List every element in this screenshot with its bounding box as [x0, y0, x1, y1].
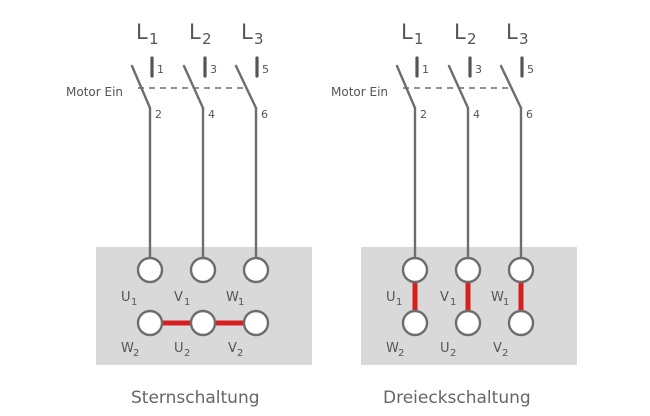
terminal-sub: 2: [502, 348, 508, 359]
terminal-u1: [401, 256, 429, 284]
switch-label: Motor Ein: [331, 85, 388, 99]
terminal-label: U: [121, 290, 131, 305]
caption-delta: Dreieckschaltung: [383, 388, 531, 408]
pin-bottom: 4: [473, 108, 480, 121]
delta-connection-diagram: L 1 1 2 L 2 3 4 L 3 5 6 Motor Ein: [331, 20, 577, 408]
terminal-label: W: [121, 341, 134, 356]
terminal-sub: 1: [503, 297, 509, 308]
switch-label: Motor Ein: [66, 85, 123, 99]
terminal-w2: [136, 309, 164, 337]
phase-letter: L: [136, 20, 148, 44]
terminal-sub: 1: [396, 297, 402, 308]
phase-letter: L: [189, 20, 201, 44]
terminal-label: V: [174, 290, 183, 305]
phase-sub: 2: [467, 30, 477, 48]
terminal-v1: [189, 256, 217, 284]
pin-top: 3: [210, 63, 217, 76]
switch-contact: [395, 64, 417, 110]
phase-l2-star: L 2 3 4: [182, 20, 217, 260]
switch-contact: [130, 64, 152, 110]
pin-bottom: 2: [420, 108, 427, 121]
terminal-label: U: [386, 290, 396, 305]
terminal-label: W: [386, 341, 399, 356]
switch-contact: [182, 64, 205, 110]
caption-star: Sternschaltung: [131, 388, 260, 408]
switch-contact: [234, 64, 258, 110]
phase-l1-delta: L 1 1 2: [395, 20, 429, 260]
terminal-u1: [136, 256, 164, 284]
phase-l2-delta: L 2 3 4: [447, 20, 482, 260]
phase-l3-star: L 3 5 6: [234, 20, 269, 260]
terminal-sub: 2: [237, 348, 243, 359]
terminal-sub: 1: [450, 297, 456, 308]
terminal-label: V: [493, 341, 502, 356]
pin-top: 1: [157, 63, 164, 76]
star-connection-diagram: L 1 1 2 L 2 3 4 L 3 5 6 Mo: [66, 20, 312, 408]
terminal-sub: 1: [238, 297, 244, 308]
terminal-w1: [242, 256, 270, 284]
terminal-sub: 1: [131, 297, 137, 308]
terminal-sub: 2: [184, 348, 190, 359]
phase-letter: L: [401, 20, 413, 44]
pin-top: 3: [475, 63, 482, 76]
phase-l3-delta: L 3 5 6: [499, 20, 534, 260]
phase-letter: L: [454, 20, 466, 44]
terminal-label: U: [174, 341, 184, 356]
terminal-v2: [507, 309, 535, 337]
terminal-label: W: [491, 290, 504, 305]
terminal-label: V: [440, 290, 449, 305]
terminal-label: V: [228, 341, 237, 356]
pin-top: 5: [262, 63, 269, 76]
pin-bottom: 2: [155, 108, 162, 121]
phase-sub: 3: [254, 30, 264, 48]
pin-bottom: 4: [208, 108, 215, 121]
terminal-sub: 2: [133, 348, 139, 359]
phase-l1-star: L 1 1 2: [130, 20, 164, 260]
switch-contact: [447, 64, 470, 110]
terminal-label: U: [440, 341, 450, 356]
terminal-label: W: [226, 290, 239, 305]
terminal-sub: 2: [398, 348, 404, 359]
terminal-u2: [189, 309, 217, 337]
terminal-sub: 1: [184, 297, 190, 308]
terminal-v2: [242, 309, 270, 337]
phase-letter: L: [506, 20, 518, 44]
phase-sub: 1: [149, 30, 159, 48]
switch-contact: [499, 64, 523, 110]
phase-sub: 1: [414, 30, 424, 48]
phase-sub: 3: [519, 30, 529, 48]
terminal-w1: [507, 256, 535, 284]
pin-bottom: 6: [526, 108, 533, 121]
pin-top: 5: [527, 63, 534, 76]
terminal-v1: [454, 256, 482, 284]
terminal-sub: 2: [450, 348, 456, 359]
pin-top: 1: [422, 63, 429, 76]
terminal-u2: [454, 309, 482, 337]
phase-letter: L: [241, 20, 253, 44]
terminal-w2: [401, 309, 429, 337]
pin-bottom: 6: [261, 108, 268, 121]
phase-sub: 2: [202, 30, 212, 48]
